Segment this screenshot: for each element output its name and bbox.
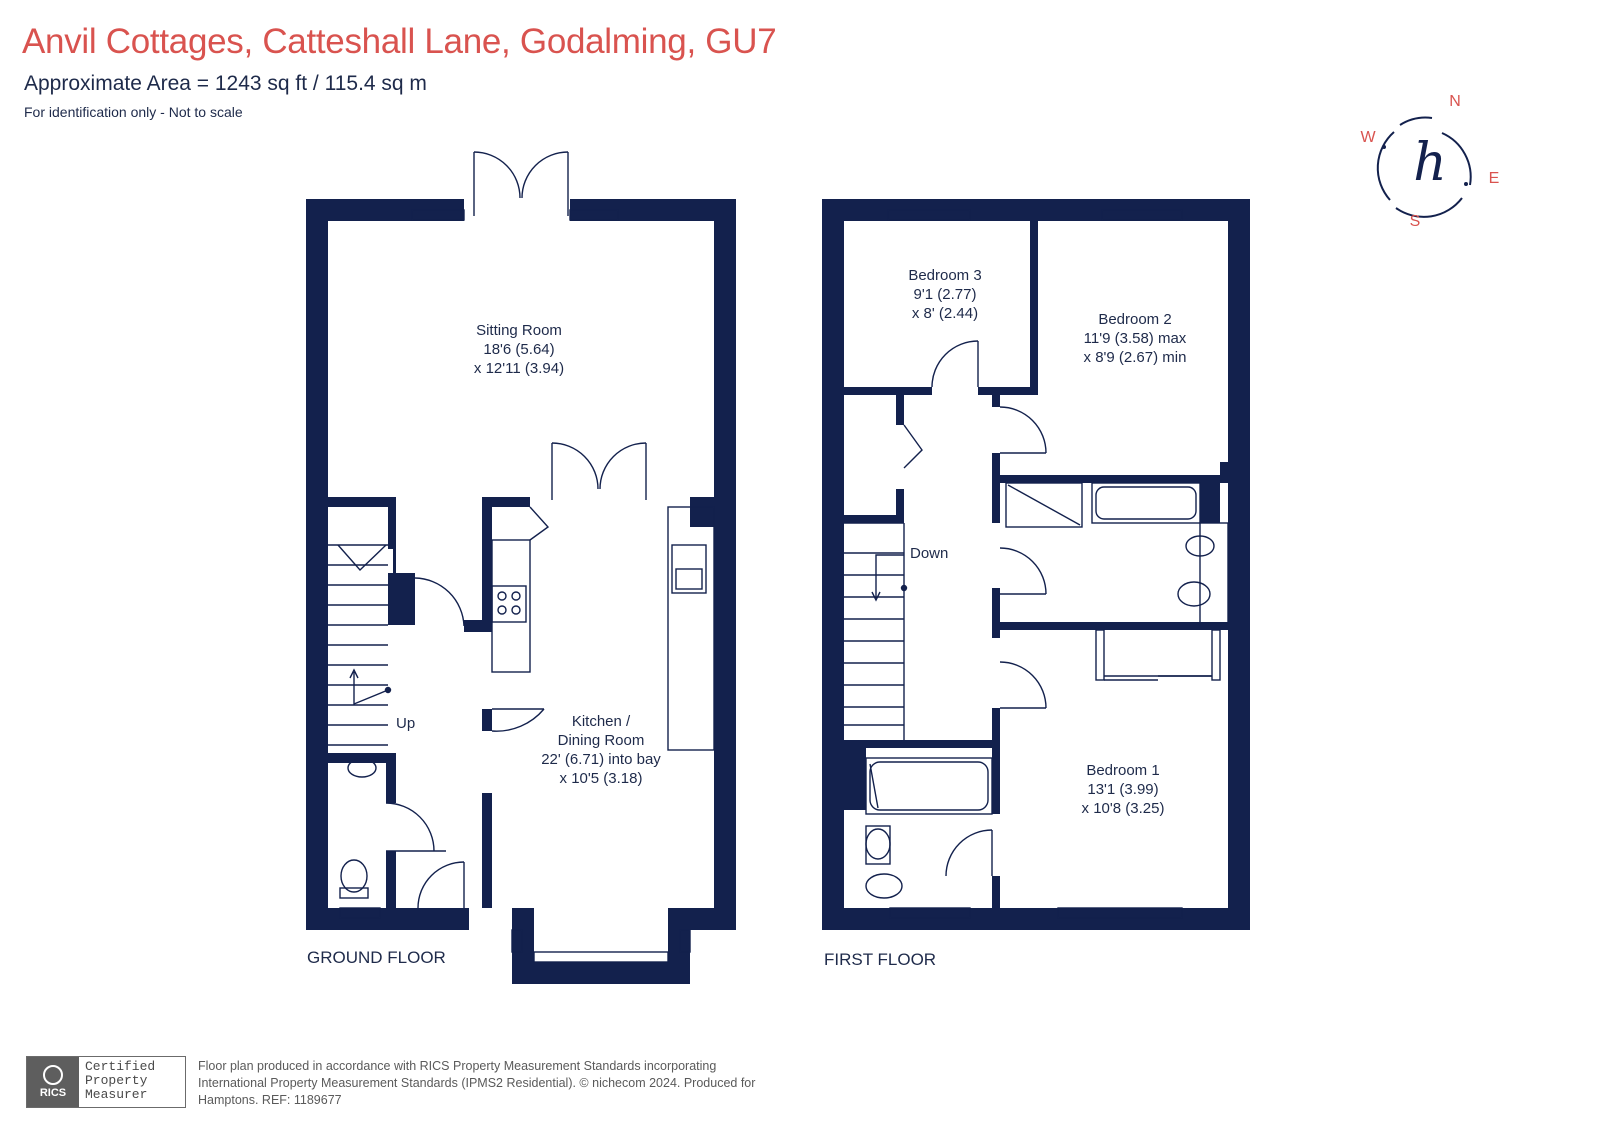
sitting-room-name: Sitting Room — [476, 322, 562, 339]
rics-badge: RICS Certified Property Measurer — [26, 1056, 186, 1108]
rics-badge-text: Certified Property Measurer — [79, 1057, 185, 1107]
compass-w: W — [1360, 129, 1376, 146]
kitchen-dim2: x 10'5 (3.18) — [560, 770, 643, 787]
sitting-room-dim1: 18'6 (5.64) — [483, 341, 554, 358]
bedroom3-dim2: x 8' (2.44) — [912, 305, 978, 322]
ground-floor-labels: Sitting Room 18'6 (5.64) x 12'11 (3.94) … — [307, 322, 661, 967]
rics-crest-icon — [43, 1065, 63, 1085]
footer-note-line-1: Floor plan produced in accordance with R… — [198, 1059, 717, 1073]
compass-s: S — [1410, 213, 1421, 230]
rics-logo-text: RICS — [39, 1087, 67, 1099]
footer-note-line-2: International Property Measurement Stand… — [198, 1076, 756, 1090]
page-title: Anvil Cottages, Catteshall Lane, Godalmi… — [22, 22, 777, 61]
ground-floor-walls — [306, 199, 736, 984]
bedroom2-dim2: x 8'9 (2.67) min — [1084, 349, 1187, 366]
bedroom2-name: Bedroom 2 — [1098, 311, 1171, 328]
ground-floor-label: GROUND FLOOR — [307, 948, 446, 967]
first-floor-label: FIRST FLOOR — [824, 950, 936, 969]
brand-logo-letter: h — [1413, 133, 1447, 193]
first-floor-details — [844, 209, 1229, 919]
bedroom3-name: Bedroom 3 — [908, 267, 981, 284]
kitchen-dim1: 22' (6.71) into bay — [541, 751, 661, 768]
first-floor-labels: Bedroom 3 9'1 (2.77) x 8' (2.44) Bedroom… — [824, 267, 1187, 969]
sitting-room-dim2: x 12'11 (3.94) — [474, 360, 564, 377]
rics-logo: RICS — [27, 1057, 79, 1107]
badge-line-3: Measurer — [85, 1087, 148, 1102]
bedroom3-dim1: 9'1 (2.77) — [914, 286, 977, 303]
compass-icon: N E S W h — [1360, 93, 1499, 230]
badge-line-2: Property — [85, 1073, 148, 1088]
kitchen-name1: Kitchen / — [572, 713, 631, 730]
stairs-up-label: Up — [396, 715, 415, 732]
badge-line-1: Certified — [85, 1059, 156, 1074]
identification-note: For identification only - Not to scale — [24, 104, 243, 120]
first-floor-walls — [822, 199, 1250, 930]
footer-note: Floor plan produced in accordance with R… — [198, 1058, 798, 1109]
compass-n: N — [1449, 93, 1461, 110]
bedroom1-name: Bedroom 1 — [1086, 762, 1159, 779]
ground-floor-details — [328, 151, 715, 963]
bedroom1-dim2: x 10'8 (3.25) — [1082, 800, 1165, 817]
kitchen-name2: Dining Room — [558, 732, 645, 749]
footer-note-line-3: Hamptons. REF: 1189677 — [198, 1093, 342, 1107]
compass-e: E — [1489, 170, 1500, 187]
approximate-area: Approximate Area = 1243 sq ft / 115.4 sq… — [24, 72, 427, 95]
stairs-down-label: Down — [910, 545, 948, 562]
bedroom2-dim1: 11'9 (3.58) max — [1084, 330, 1187, 347]
bedroom1-dim1: 13'1 (3.99) — [1087, 781, 1158, 798]
